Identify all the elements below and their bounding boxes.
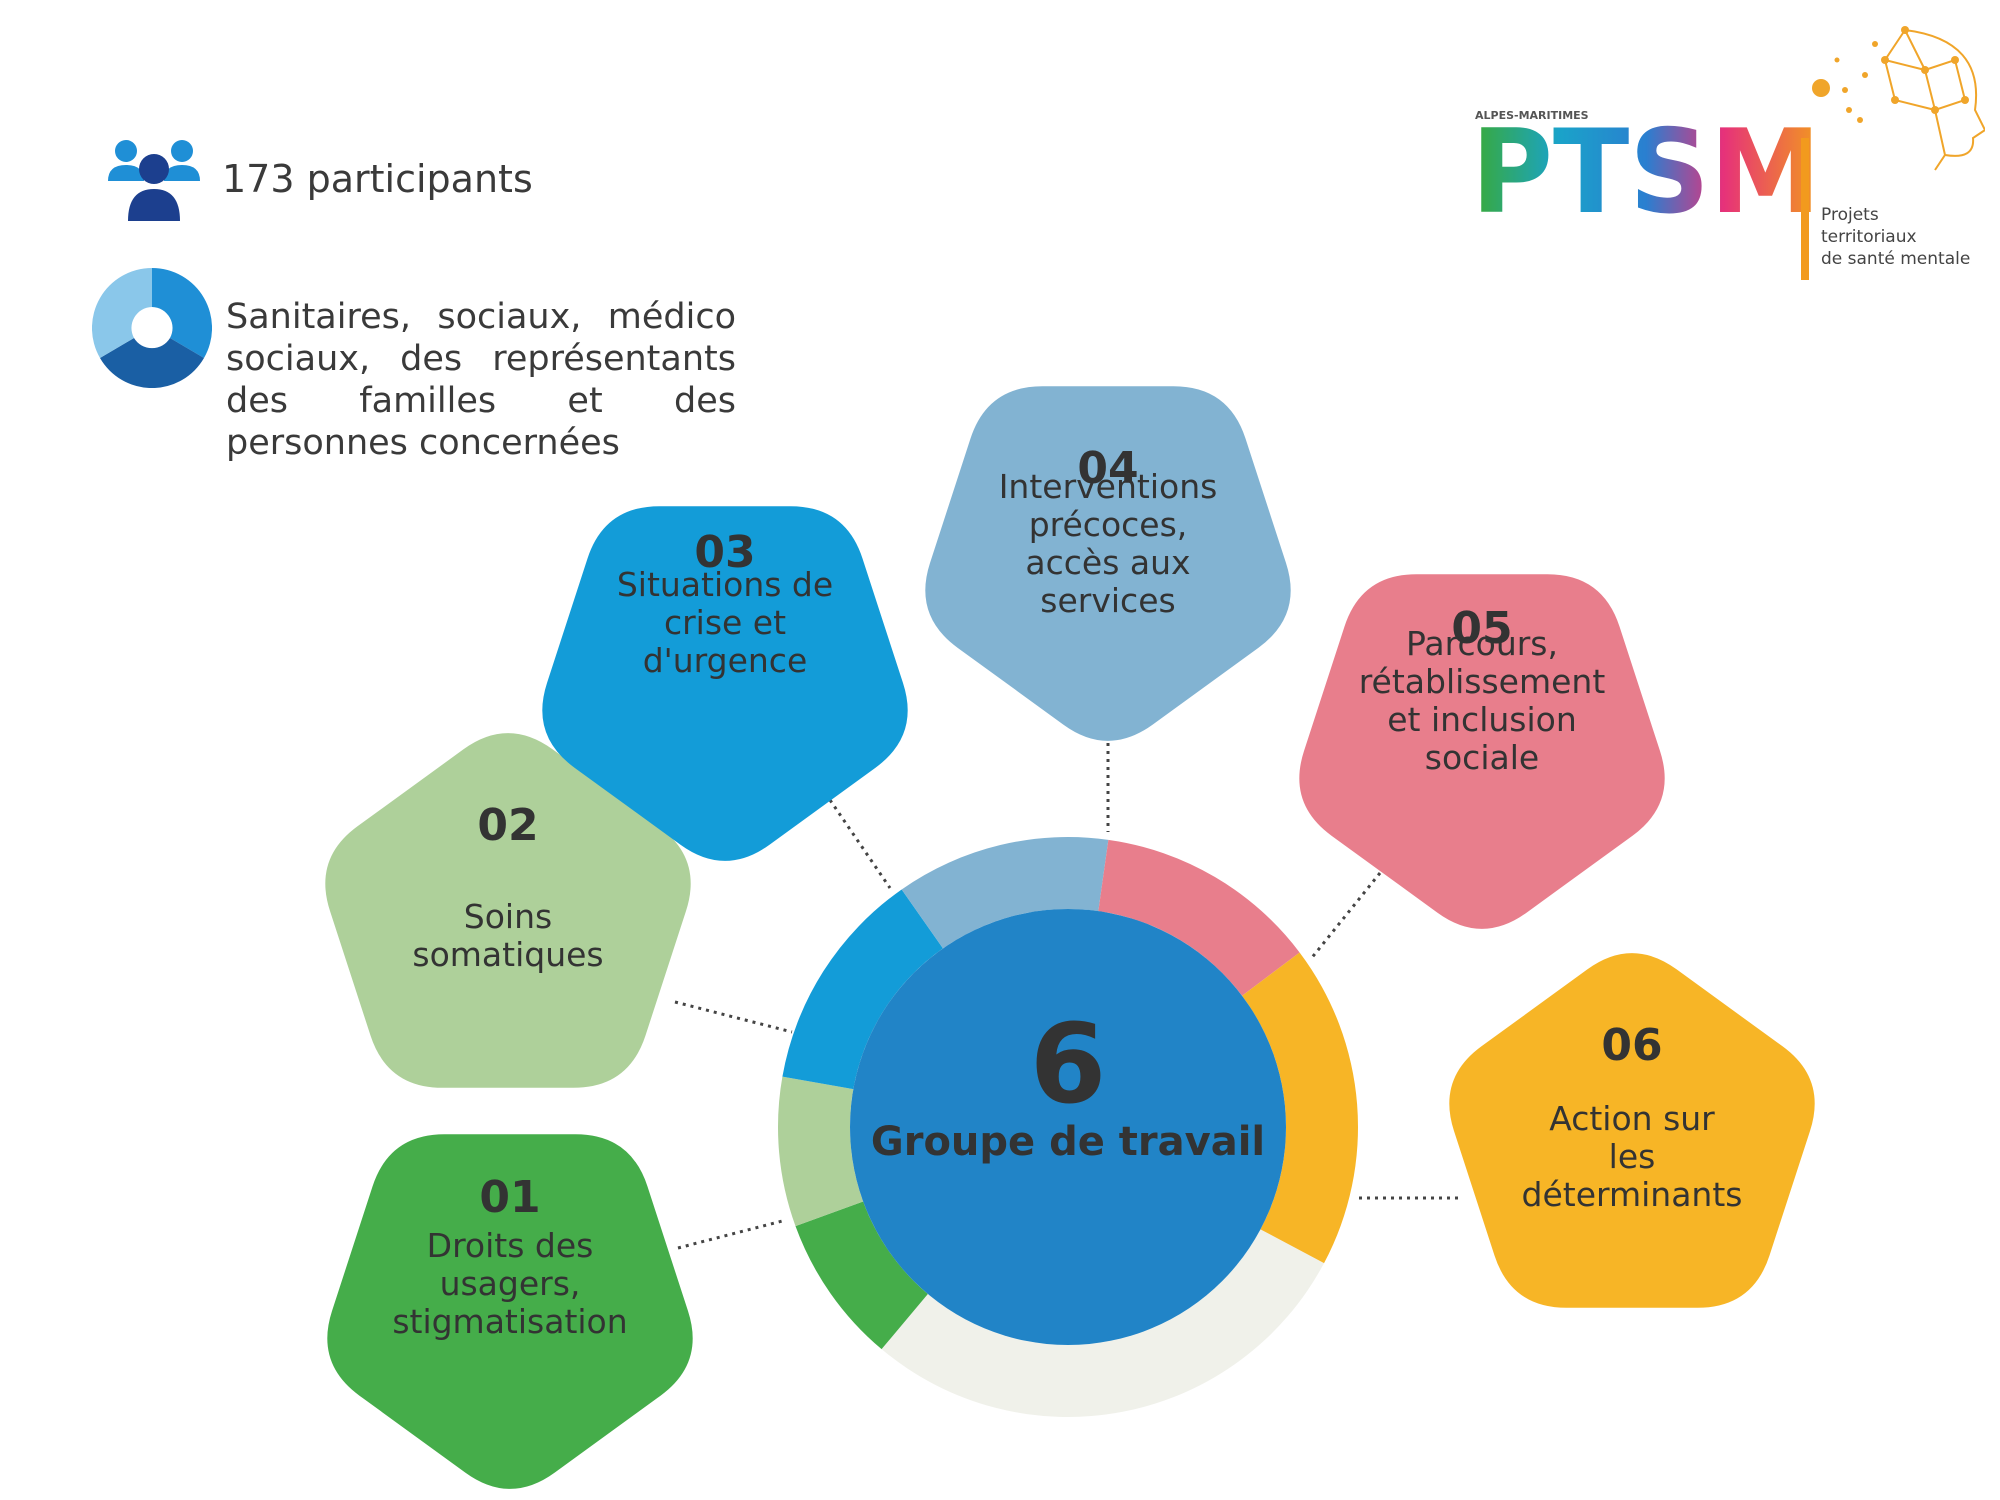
pentagon-shape bbox=[327, 1134, 693, 1489]
workgroup-label-line: Parcours, bbox=[1406, 624, 1558, 663]
workgroup-label-line: stigmatisation bbox=[392, 1302, 627, 1341]
connector-02 bbox=[674, 1000, 793, 1034]
workgroup-label-line: les bbox=[1609, 1137, 1656, 1176]
ring-segment-04 bbox=[901, 837, 1109, 949]
ring-segment-05 bbox=[1098, 839, 1300, 996]
ptsm-logo-graphic: ALPES-MARITIMES PTSM Projets territoriau… bbox=[1471, 26, 1987, 290]
pentagon-shape bbox=[1299, 574, 1665, 929]
pentagon-shape bbox=[1449, 953, 1815, 1308]
ring-segment-01 bbox=[795, 1201, 928, 1350]
workgroup-label-line: et inclusion bbox=[1387, 700, 1577, 739]
ring-segment-02 bbox=[778, 1076, 864, 1227]
workgroup-number: 02 bbox=[477, 800, 538, 851]
connector-01 bbox=[677, 1218, 787, 1250]
workgroup-number: 05 bbox=[1451, 603, 1512, 654]
donut-chart-icon bbox=[92, 268, 212, 388]
connector-05 bbox=[1308, 872, 1382, 961]
workgroup-label-line: rétablissement bbox=[1359, 662, 1606, 701]
participants-count: 173 participants bbox=[222, 157, 533, 201]
hub-circle bbox=[850, 909, 1286, 1345]
logo-acronym: PTSM bbox=[1471, 105, 1821, 240]
logo-tagline-2: territoriaux bbox=[1821, 227, 1917, 247]
logo-tagline-3: de santé mentale bbox=[1821, 249, 1970, 269]
pentagon-shape bbox=[325, 733, 691, 1088]
pentagon-shape bbox=[542, 506, 908, 861]
workgroup-label-line: services bbox=[1040, 581, 1175, 620]
workgroup-label-line: déterminants bbox=[1522, 1175, 1743, 1214]
workgroup-label-line: Situations de bbox=[617, 565, 833, 604]
audience-description: Sanitaires, sociaux, médico sociaux, des… bbox=[226, 297, 736, 463]
workgroup-label-line: précoces, bbox=[1029, 505, 1188, 544]
workgroup-number: 03 bbox=[694, 527, 755, 578]
workgroup-label-line: accès aux bbox=[1025, 543, 1190, 582]
logo-bar bbox=[1801, 138, 1809, 290]
workgroup-label-line: Action sur bbox=[1549, 1099, 1715, 1138]
hub-label: Groupe de travail bbox=[871, 1119, 1265, 1165]
workgroup-label-line: Droits des bbox=[427, 1226, 594, 1265]
hub-number: 6 bbox=[1030, 1000, 1107, 1128]
ring-segment-03 bbox=[782, 889, 943, 1090]
workgroup-label-line: crise et bbox=[664, 603, 786, 642]
hub-ring bbox=[778, 837, 1358, 1417]
logo-region: ALPES-MARITIMES bbox=[1475, 109, 1589, 122]
workgroup-label-line: Interventions bbox=[999, 467, 1218, 506]
pentagon-shape bbox=[925, 386, 1291, 741]
workgroup-number: 04 bbox=[1077, 443, 1138, 494]
workgroup-label-line: sociale bbox=[1425, 738, 1539, 777]
ptsm-logo: ALPES-MARITIMES PTSM Projets territoriau… bbox=[1465, 20, 1987, 290]
connectors bbox=[674, 727, 1458, 1250]
workgroup-number: 06 bbox=[1601, 1020, 1662, 1071]
workgroup-label-line: d'urgence bbox=[643, 641, 808, 680]
workgroup-number: 01 bbox=[479, 1172, 540, 1223]
workgroup-label-line: usagers, bbox=[440, 1264, 581, 1303]
logo-tagline-1: Projets bbox=[1821, 205, 1879, 225]
group-people-icon bbox=[108, 140, 200, 221]
workgroup-label-line: Soins bbox=[464, 897, 552, 936]
network-dots bbox=[1812, 26, 1969, 123]
ring-segment-06 bbox=[1242, 952, 1358, 1264]
ring-remainder bbox=[881, 1229, 1325, 1417]
connector-03 bbox=[828, 799, 892, 889]
workgroup-label-line: somatiques bbox=[412, 935, 603, 974]
